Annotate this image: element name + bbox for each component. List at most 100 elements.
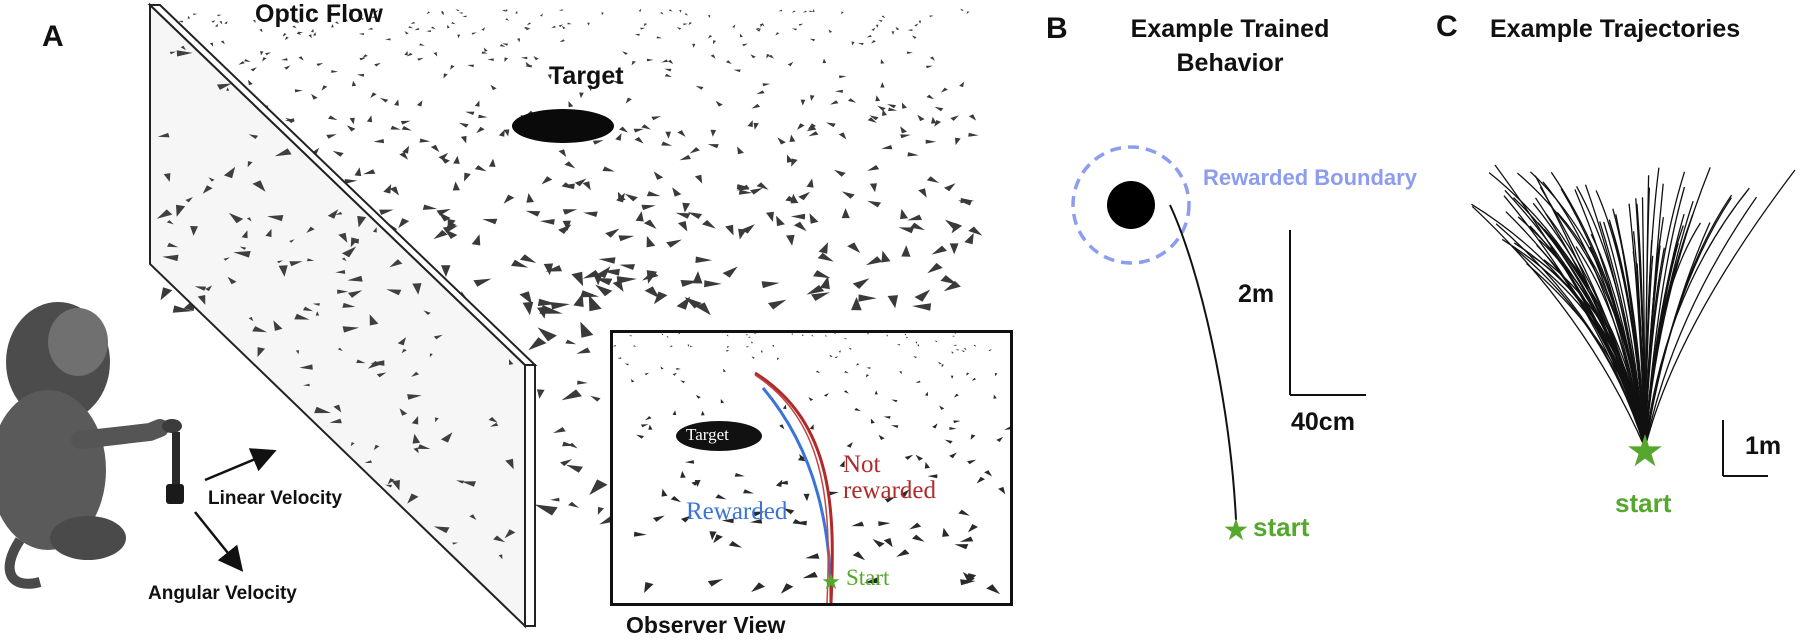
flow-triangle	[742, 43, 748, 47]
flow-triangle	[335, 211, 343, 215]
flow-triangle	[333, 404, 342, 413]
optic-flow-label: Optic Flow	[255, 0, 383, 28]
flow-triangle	[679, 154, 692, 161]
flow-triangle	[949, 427, 957, 430]
flow-triangle	[867, 165, 880, 171]
flow-triangle	[433, 230, 448, 240]
flow-triangle	[757, 28, 762, 32]
flow-triangle	[967, 459, 977, 465]
flow-triangle	[537, 298, 557, 306]
flow-triangle	[755, 27, 761, 31]
flow-triangle	[503, 129, 510, 137]
flow-triangle	[905, 336, 909, 339]
flow-triangle	[878, 434, 885, 440]
flow-triangle	[522, 301, 534, 316]
flow-triangle	[337, 347, 343, 352]
flow-triangle	[664, 73, 673, 77]
flow-triangle	[949, 452, 957, 459]
trajectory-path	[1595, 190, 1646, 449]
flow-triangle	[456, 480, 465, 484]
flow-triangle	[328, 8, 333, 11]
flow-triangle	[412, 283, 422, 295]
flow-triangle	[350, 237, 359, 248]
flow-triangle	[412, 433, 421, 444]
flow-triangle	[852, 278, 870, 289]
flow-triangle	[525, 61, 531, 67]
flow-triangle	[925, 65, 933, 69]
flow-triangle	[843, 390, 849, 394]
flow-triangle	[886, 334, 889, 337]
flow-triangle	[954, 393, 959, 398]
flow-triangle	[406, 52, 413, 57]
flow-triangle	[331, 70, 339, 73]
flow-triangle	[643, 219, 657, 229]
flow-triangle	[302, 306, 314, 312]
flow-triangle	[315, 311, 320, 316]
flow-triangle	[677, 130, 686, 137]
flow-triangle	[310, 28, 314, 33]
flow-triangle	[407, 493, 419, 504]
inset-not-label: Not	[843, 451, 881, 478]
flow-triangle	[634, 136, 644, 144]
flow-triangle	[865, 256, 883, 266]
flow-triangle	[751, 341, 753, 344]
flow-triangle	[547, 74, 552, 80]
flow-triangle	[914, 289, 931, 302]
flow-triangle	[827, 491, 839, 496]
flow-triangle	[888, 107, 898, 111]
flow-triangle	[676, 27, 682, 30]
flow-triangle	[648, 424, 653, 430]
flow-triangle	[344, 18, 348, 22]
flow-triangle	[558, 9, 563, 11]
flow-triangle	[976, 476, 985, 484]
flow-triangle	[460, 135, 467, 144]
flow-triangle	[684, 297, 702, 309]
flow-triangle	[474, 100, 480, 107]
flow-triangle	[248, 134, 259, 139]
flow-triangle	[643, 23, 647, 27]
flow-triangle	[493, 535, 506, 543]
flow-triangle	[749, 518, 763, 524]
flow-triangle	[851, 297, 862, 311]
flow-triangle	[675, 212, 691, 219]
flow-triangle	[710, 129, 717, 137]
flow-triangle	[857, 42, 864, 45]
rewarded-boundary-label: Rewarded Boundary	[1203, 165, 1417, 190]
flow-triangle	[411, 371, 420, 377]
flow-triangle	[451, 22, 456, 25]
flow-triangle	[939, 405, 945, 410]
flow-triangle	[312, 303, 320, 306]
flow-triangle	[180, 45, 186, 51]
flow-triangle	[438, 212, 451, 222]
flow-triangle	[534, 504, 558, 516]
flow-triangle	[838, 132, 847, 140]
flow-triangle	[680, 380, 686, 384]
flow-triangle	[588, 294, 602, 312]
flow-triangle	[953, 420, 961, 424]
flow-triangle	[595, 284, 613, 297]
flow-triangle	[787, 61, 794, 67]
flow-triangle	[490, 84, 497, 91]
flow-triangle	[285, 117, 295, 124]
flow-triangle	[367, 27, 373, 30]
flow-triangle	[700, 410, 705, 416]
flow-triangle	[680, 470, 686, 478]
flow-triangle	[194, 286, 207, 291]
flow-triangle	[452, 181, 460, 191]
flow-triangle	[646, 270, 658, 284]
flow-triangle	[694, 480, 701, 487]
flow-triangle	[878, 19, 883, 22]
flow-triangle	[869, 183, 877, 193]
flow-triangle	[357, 215, 367, 228]
flow-triangle	[900, 126, 907, 134]
flow-triangle	[560, 459, 573, 467]
panel-c-start-label: start	[1615, 488, 1672, 518]
flow-triangle	[277, 260, 283, 264]
flow-triangle	[308, 34, 312, 39]
flow-triangle	[447, 24, 450, 29]
flow-triangle	[285, 11, 290, 14]
flow-triangle	[653, 171, 664, 180]
flow-triangle	[515, 10, 518, 14]
